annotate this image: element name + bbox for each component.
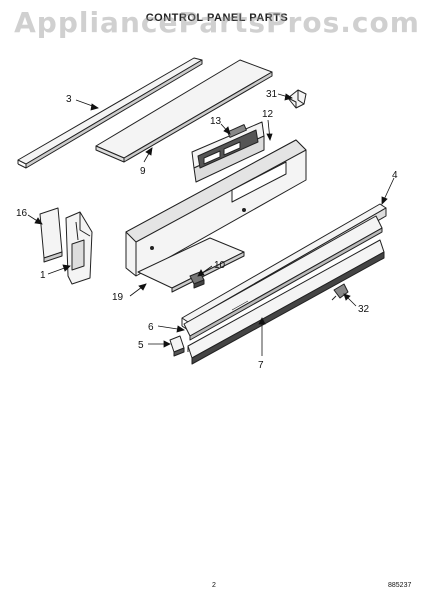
part-9-plate [95, 59, 273, 163]
page-number: 2 [212, 582, 216, 589]
callout-7: 7 [258, 360, 264, 371]
callout-4: 4 [392, 170, 398, 181]
callout-13: 13 [210, 116, 222, 127]
part-6-front-trim [183, 215, 383, 341]
callout-10: 10 [214, 260, 226, 271]
part-3-trim-strip [17, 57, 203, 169]
leader-lines [27, 93, 395, 356]
part-31-bracket [287, 89, 307, 109]
callout-9: 9 [140, 166, 146, 177]
callout-32: 32 [358, 304, 370, 315]
callout-1: 1 [40, 270, 46, 281]
part-12-control-panel [125, 139, 307, 277]
document-code: 885237 [388, 582, 412, 589]
diagram-title: CONTROL PANEL PARTS [145, 12, 289, 24]
part-19-lower-plate [137, 237, 245, 293]
callout-5: 5 [138, 340, 144, 351]
callout-19: 19 [112, 292, 124, 303]
part-16-side-bracket [39, 207, 63, 263]
part-5-end-clip [169, 335, 185, 357]
part-1-end-cap [65, 211, 93, 285]
part-7-bottom-channel [187, 239, 385, 365]
part-13-electronic-control [191, 121, 265, 183]
callout-6: 6 [148, 322, 154, 333]
callout-3: 3 [66, 94, 72, 105]
callout-31: 31 [266, 89, 278, 100]
callout-12: 12 [262, 109, 274, 120]
callout-16: 16 [16, 208, 28, 219]
